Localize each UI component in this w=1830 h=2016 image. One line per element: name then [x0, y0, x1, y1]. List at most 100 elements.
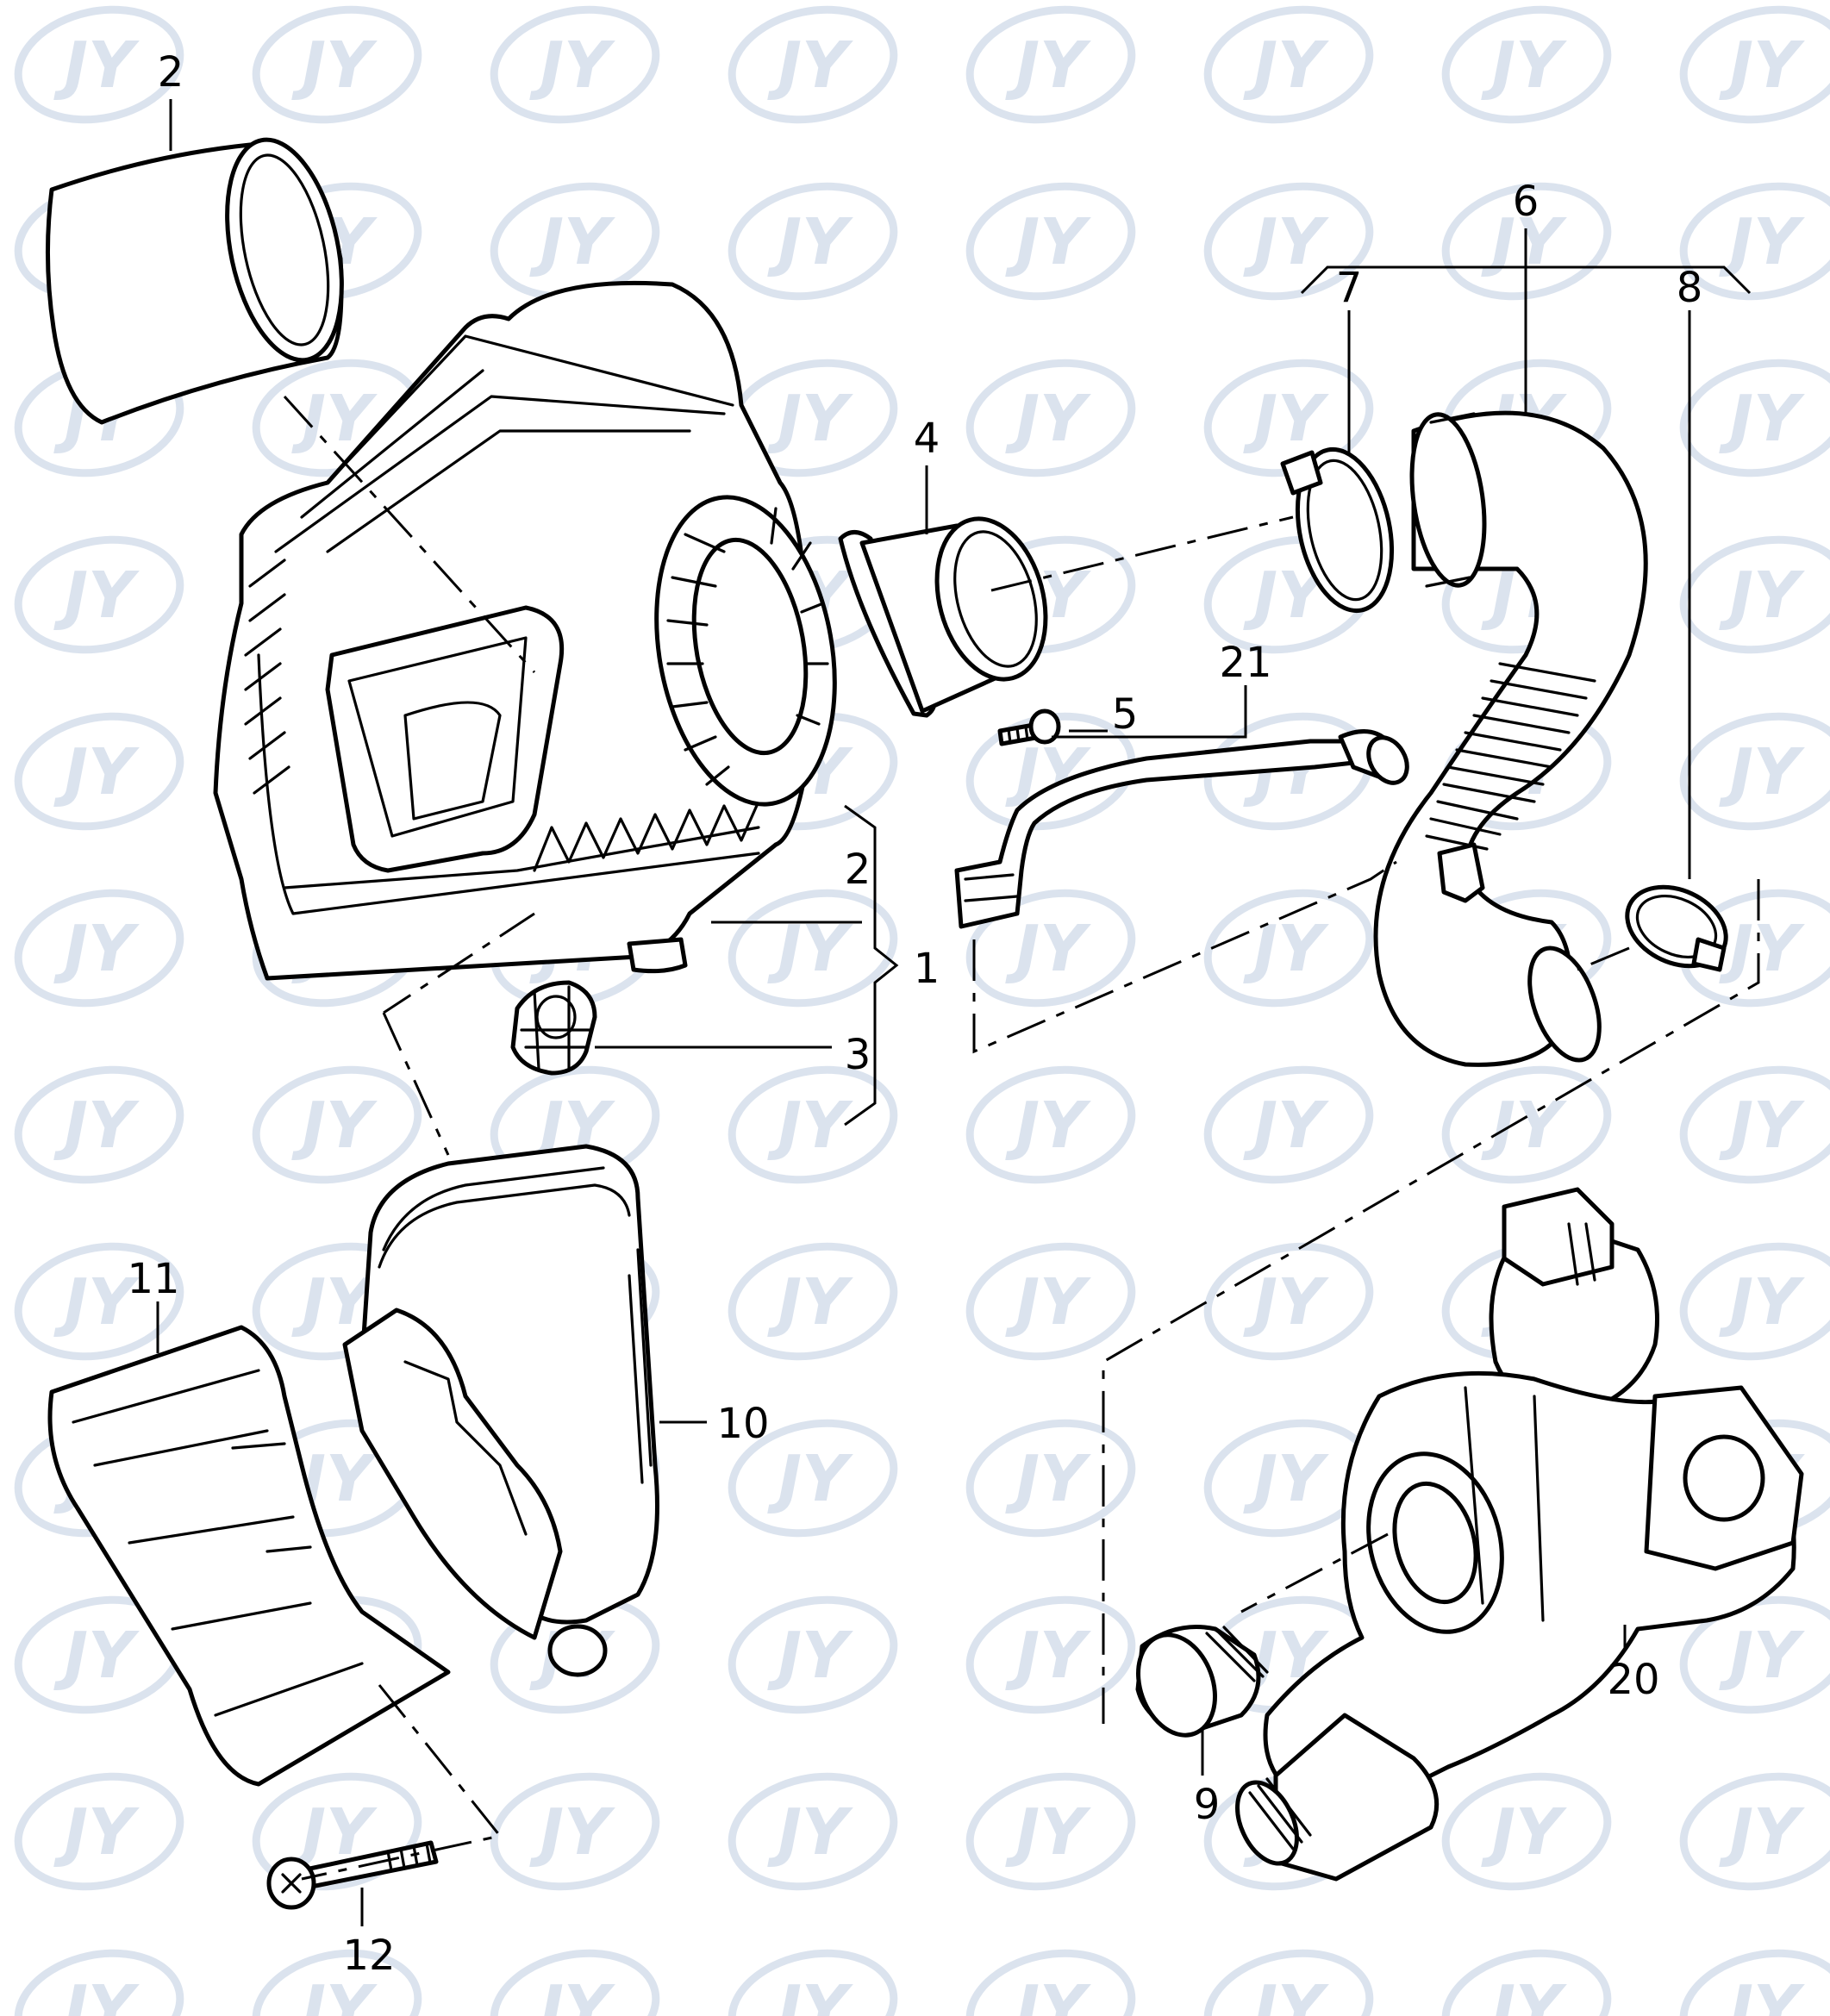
watermark-logo: JY — [965, 359, 1136, 477]
svg-text:JY: JY — [1004, 1089, 1091, 1163]
svg-text:JY: JY — [53, 1089, 140, 1163]
callout-9: 9 — [1194, 1781, 1221, 1829]
watermark-logo: JY — [1679, 182, 1830, 301]
adapter-ring-part-9[interactable] — [1125, 1624, 1269, 1745]
callout-5: 5 — [1112, 690, 1139, 739]
svg-text:JY: JY — [1718, 912, 1805, 986]
svg-text:JY: JY — [53, 1265, 140, 1339]
svg-text:JY: JY — [53, 1619, 140, 1693]
watermark-logo: JY — [728, 5, 898, 124]
watermark-logo: JY — [1679, 1065, 1830, 1184]
connector-part-4[interactable] — [838, 507, 1063, 718]
watermark-logo: JY — [1441, 1949, 1612, 2016]
watermark-logo: JY — [965, 1419, 1136, 1538]
svg-text:JY: JY — [290, 1089, 378, 1163]
watermark-logo: JY — [14, 5, 184, 124]
svg-text:JY: JY — [1242, 382, 1329, 456]
svg-text:JY: JY — [1480, 1972, 1567, 2016]
watermark-logo: JY — [252, 1949, 422, 2016]
watermark-logo: JY — [14, 889, 184, 1008]
callout-2-top: 2 — [158, 48, 184, 97]
svg-text:JY: JY — [1242, 205, 1329, 279]
watermark-logo: JY — [728, 889, 898, 1008]
callout-7: 7 — [1336, 264, 1363, 312]
svg-text:JY: JY — [1004, 1442, 1091, 1516]
svg-text:JY: JY — [1004, 28, 1091, 103]
vent-hose-part-21[interactable] — [954, 729, 1415, 929]
svg-text:JY: JY — [53, 1795, 140, 1869]
plug-part-3[interactable] — [510, 980, 597, 1076]
svg-text:JY: JY — [53, 735, 140, 809]
svg-text:JY: JY — [766, 1619, 853, 1693]
intake-duct-part-10[interactable] — [342, 1144, 659, 1677]
watermark-logo: JY — [728, 182, 898, 301]
svg-text:JY: JY — [1004, 1795, 1091, 1869]
watermark-logo: JY — [1679, 5, 1830, 124]
svg-text:JY: JY — [766, 1972, 853, 2016]
svg-text:JY: JY — [1242, 1972, 1329, 2016]
pressure-hose-part-6[interactable] — [1373, 409, 1648, 1069]
svg-text:JY: JY — [1718, 559, 1805, 633]
watermark-logo: JY — [490, 1772, 660, 1891]
watermark-logo: JY — [728, 1419, 898, 1538]
svg-text:JY: JY — [766, 28, 853, 103]
leader-lines — [156, 99, 1752, 1926]
svg-text:JY: JY — [1480, 1089, 1567, 1163]
air-guide-part-11[interactable] — [47, 1325, 451, 1787]
hose-clamp-part-7[interactable] — [1280, 440, 1406, 619]
callout-6: 6 — [1513, 178, 1540, 226]
svg-text:JY: JY — [1718, 382, 1805, 456]
svg-text:JY: JY — [1004, 1972, 1091, 2016]
watermark-logo: JY — [14, 1595, 184, 1714]
svg-text:JY: JY — [1004, 1619, 1091, 1693]
svg-text:JY: JY — [1480, 1795, 1567, 1869]
air-filter-housing-part-1[interactable] — [213, 280, 858, 981]
watermark-logo: JY — [965, 182, 1136, 301]
watermark-logo: JY — [1203, 1949, 1374, 2016]
svg-text:JY: JY — [1718, 1795, 1805, 1869]
callout-12: 12 — [342, 1932, 395, 1980]
svg-text:JY: JY — [1004, 1265, 1091, 1339]
svg-text:JY: JY — [766, 1265, 853, 1339]
callout-4: 4 — [914, 415, 940, 463]
watermark-logo: JY — [1679, 535, 1830, 654]
watermark-logo: JY — [965, 1065, 1136, 1184]
watermark-logo: JY — [14, 535, 184, 654]
watermark-logo: JY — [14, 1242, 184, 1361]
watermark-logo: JY — [965, 1242, 1136, 1361]
svg-text:JY: JY — [528, 28, 615, 103]
hose-clamp-part-8[interactable] — [1615, 872, 1739, 982]
svg-text:JY: JY — [1718, 1619, 1805, 1693]
svg-text:JY: JY — [1718, 1089, 1805, 1163]
filter-sleeve-part-2[interactable] — [45, 129, 359, 425]
watermark-logo: JY — [1203, 5, 1374, 124]
watermark-logo: JY — [14, 712, 184, 831]
watermark-logo: JY — [1679, 712, 1830, 831]
watermark-logo: JY — [490, 1949, 660, 2016]
turbocharger-part-20[interactable] — [1226, 1187, 1804, 1882]
watermark-logo: JY — [1203, 1242, 1374, 1361]
svg-text:JY: JY — [766, 205, 853, 279]
svg-text:JY: JY — [1242, 1089, 1329, 1163]
callout-21: 21 — [1219, 639, 1271, 687]
svg-text:JY: JY — [290, 28, 378, 103]
svg-text:JY: JY — [528, 205, 615, 279]
svg-text:JY: JY — [53, 912, 140, 986]
callout-numbers: 2 4 6 7 8 21 5 2 1 3 11 10 20 9 12 — [127, 48, 1702, 1980]
svg-text:JY: JY — [1242, 912, 1329, 986]
screw-part-5[interactable] — [997, 708, 1061, 746]
watermark-logo: JY — [1203, 182, 1374, 301]
watermark-logo: JY — [1441, 1065, 1612, 1184]
callout-8: 8 — [1677, 264, 1703, 312]
watermark-logo: JY — [1203, 1065, 1374, 1184]
svg-text:JY: JY — [53, 1972, 140, 2016]
watermark-logo: JY — [1203, 889, 1374, 1008]
svg-text:JY: JY — [1004, 912, 1091, 986]
callout-20: 20 — [1607, 1656, 1659, 1704]
svg-text:JY: JY — [1242, 1265, 1329, 1339]
watermark-logo: JY — [965, 1772, 1136, 1891]
svg-text:JY: JY — [1718, 28, 1805, 103]
watermark-logo: JY — [728, 1772, 898, 1891]
watermark-logo: JY — [14, 1772, 184, 1891]
